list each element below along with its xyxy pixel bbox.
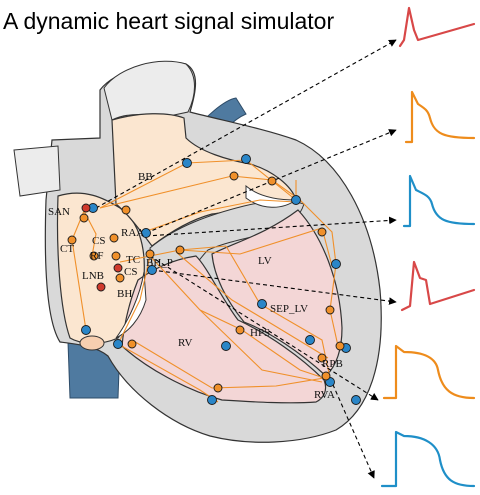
label-cs-2: CS <box>124 266 137 278</box>
node-orange <box>321 371 331 381</box>
path-bh <box>119 245 227 263</box>
node-orange <box>79 213 89 223</box>
node-blue <box>257 299 267 309</box>
node-blue <box>113 339 123 349</box>
right-ventricle <box>121 255 327 404</box>
label-bh-p: BH_P <box>146 257 173 269</box>
label-hps: HPS <box>250 327 270 339</box>
node-orange <box>317 227 327 237</box>
label-cs: CS <box>92 235 105 247</box>
node-blue <box>207 395 217 405</box>
label-rf: RF <box>90 250 103 262</box>
node-orange <box>67 235 77 245</box>
arrow-san-signal <box>95 39 397 209</box>
signal-san <box>398 6 476 48</box>
node-blue <box>241 154 251 164</box>
node-orange <box>213 383 223 393</box>
node-orange <box>267 176 277 186</box>
label-rv: RV <box>178 337 192 349</box>
label-lnb: LNB <box>82 270 104 282</box>
node-blue <box>221 341 231 351</box>
conduction-nodes <box>67 154 361 405</box>
node-orange <box>235 325 245 335</box>
node-blue <box>291 195 301 205</box>
node-orange <box>89 251 99 261</box>
arrow-ventricle-signal <box>149 255 379 401</box>
label-raa: RAA <box>121 227 144 239</box>
signal-nodal <box>400 260 476 312</box>
node-blue <box>331 259 341 269</box>
signal-his <box>402 174 476 228</box>
tricuspid-valve <box>115 271 147 339</box>
node-orange <box>127 339 137 349</box>
signal-waveforms <box>380 6 476 488</box>
diagram-title: A dynamic heart signal simulator <box>3 8 334 34</box>
node-red-san <box>81 203 91 213</box>
label-sep-lv: SEP_LV <box>270 303 308 315</box>
path-lv-2 <box>199 309 323 383</box>
aortic-arch <box>103 60 195 121</box>
path-bb-2 <box>99 175 301 209</box>
label-tc: TC <box>126 254 140 266</box>
node-orange <box>317 353 327 363</box>
node-blue <box>351 395 361 405</box>
node-orange <box>175 245 185 255</box>
path-his-lv <box>179 227 333 267</box>
node-blue <box>147 265 157 275</box>
node-orange <box>115 273 125 283</box>
label-bh: BH <box>117 288 132 300</box>
node-orange <box>325 305 335 315</box>
node-red-tc <box>113 263 123 273</box>
node-blue <box>81 325 91 335</box>
node-orange <box>145 249 155 259</box>
path-rv-4 <box>131 339 325 389</box>
node-orange <box>111 251 121 261</box>
signal-atrial <box>404 90 476 144</box>
label-bb: BB <box>138 171 153 183</box>
superior-vena-cava <box>13 145 61 197</box>
node-orange <box>335 341 345 351</box>
coronary-sinus-ostium <box>79 335 105 351</box>
node-orange <box>229 171 239 181</box>
label-lv: LV <box>258 255 272 267</box>
signal-ventricle <box>382 344 476 400</box>
node-orange <box>109 233 119 243</box>
arrow-purkinje-signal <box>329 377 375 479</box>
label-ct: CT <box>60 243 74 255</box>
node-blue <box>182 158 192 168</box>
node-blue <box>305 335 315 345</box>
node-orange <box>121 205 131 215</box>
arrow-nodal-signal <box>151 269 397 305</box>
node-blue <box>141 228 151 238</box>
path-rv-3 <box>175 251 329 359</box>
label-san: SAN <box>48 206 70 218</box>
label-rpb: RPB <box>322 358 343 370</box>
node-red-lnb <box>96 282 106 292</box>
signal-purkinje <box>380 430 476 488</box>
anatomy-labels: BB SAN RAA CS RF CT TC CS BH_P LNB BH LV… <box>48 171 343 401</box>
label-rva: RVA <box>314 389 335 401</box>
